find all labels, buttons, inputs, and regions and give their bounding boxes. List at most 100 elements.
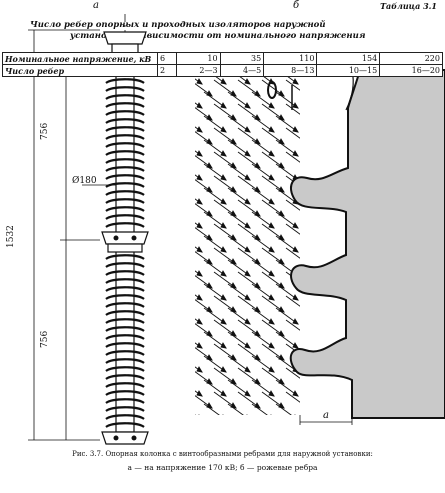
rain-arrow bbox=[251, 403, 275, 415]
helical-rib bbox=[105, 190, 145, 196]
table-title-line-2: установки в зависимости от номинального … bbox=[70, 31, 366, 41]
rain-arrowhead bbox=[220, 318, 227, 325]
rain-arrow bbox=[285, 79, 300, 97]
helical-rib bbox=[105, 206, 145, 212]
rain-arrowhead bbox=[268, 246, 275, 253]
helical-rib bbox=[105, 390, 145, 396]
caption-line-2: а — на напряжение 170 кВ; б — рожевые ре… bbox=[127, 463, 318, 472]
rain-arrowhead bbox=[292, 414, 299, 415]
helical-rib bbox=[105, 158, 145, 164]
insulator-column bbox=[101, 14, 149, 445]
rain-arrow bbox=[285, 367, 300, 385]
rain-arrowhead bbox=[244, 126, 251, 133]
cell-voltage-3: 110 bbox=[263, 52, 318, 65]
rain-arrowhead bbox=[220, 342, 227, 349]
helical-rib bbox=[105, 262, 145, 268]
rain-arrowhead bbox=[196, 270, 203, 277]
rain-arrowhead bbox=[196, 222, 203, 229]
rain-arrow bbox=[227, 403, 251, 415]
rain-arrowhead bbox=[303, 115, 308, 120]
rain-arrowhead bbox=[220, 246, 227, 253]
rain-arrowhead bbox=[303, 379, 308, 384]
rain-arrowhead bbox=[303, 259, 308, 264]
helical-rib bbox=[105, 294, 145, 300]
rain-arrowhead bbox=[292, 294, 299, 301]
cell-voltage-0: 6 bbox=[157, 52, 177, 65]
rain-arrowhead bbox=[268, 366, 275, 373]
helical-rib bbox=[105, 398, 145, 404]
rain-arrowhead bbox=[244, 270, 251, 277]
rain-arrowhead bbox=[292, 318, 299, 325]
rain-arrowhead bbox=[292, 222, 299, 229]
rain-arrowhead bbox=[220, 174, 227, 181]
dimension-756-top: 756 bbox=[40, 122, 50, 140]
rain-arrowhead bbox=[196, 366, 203, 373]
helical-rib bbox=[105, 254, 145, 260]
rain-arrowhead bbox=[292, 246, 299, 253]
helical-rib bbox=[105, 150, 145, 156]
rain-arrowhead bbox=[303, 163, 308, 168]
rain-arrowhead bbox=[244, 366, 251, 373]
helical-rib bbox=[105, 318, 145, 324]
helical-rib bbox=[105, 270, 145, 276]
helical-rib bbox=[105, 414, 145, 420]
rain-arrowhead bbox=[303, 211, 308, 216]
helical-rib bbox=[105, 214, 145, 220]
rain-arrowhead bbox=[244, 174, 251, 181]
rain-arrowhead bbox=[196, 342, 203, 349]
rain-arrowhead bbox=[292, 150, 299, 157]
rain-arrowhead bbox=[196, 102, 203, 109]
rain-arrowhead bbox=[292, 342, 299, 349]
helical-rib bbox=[105, 174, 145, 180]
rain-arrowhead bbox=[207, 427, 212, 432]
rain-arrowhead bbox=[220, 126, 227, 133]
label-a-top: а bbox=[93, 0, 99, 11]
rain-arrow bbox=[238, 416, 260, 432]
helical-rib bbox=[105, 374, 145, 380]
rain-arrowhead bbox=[244, 102, 251, 109]
helical-rib bbox=[105, 110, 145, 116]
rain-arrowhead bbox=[244, 414, 251, 415]
helical-rib bbox=[105, 94, 145, 100]
helical-rib bbox=[105, 166, 145, 172]
helical-rib bbox=[105, 310, 145, 316]
top-flange bbox=[103, 31, 147, 45]
helical-rib bbox=[105, 334, 145, 340]
rain-arrowhead bbox=[220, 78, 227, 85]
rain-arrowhead bbox=[244, 318, 251, 325]
helical-rib bbox=[105, 366, 145, 372]
helical-rib bbox=[105, 78, 145, 84]
rain-arrow bbox=[195, 403, 203, 415]
rain-arrowhead bbox=[244, 78, 251, 85]
caption-line-1: Рис. 3.7. Опорная колонка с винтообразны… bbox=[72, 450, 373, 458]
helical-rib bbox=[105, 326, 145, 332]
rain-arrowhead bbox=[196, 294, 203, 301]
cell-voltage-1: 10 bbox=[175, 52, 221, 65]
label-a-bottom: а bbox=[323, 410, 329, 421]
rain-arrowhead bbox=[268, 342, 275, 349]
rain-arrowhead bbox=[303, 235, 308, 240]
rain-arrowhead bbox=[268, 222, 275, 229]
rain-arrowhead bbox=[292, 126, 299, 133]
rain-arrowhead bbox=[196, 246, 203, 253]
rain-arrow bbox=[203, 403, 227, 415]
rain-arrowhead bbox=[268, 390, 275, 397]
table-number: Таблица 3.1 bbox=[380, 1, 437, 11]
row-label-voltage: Номинальное напряжение, кВ bbox=[2, 52, 158, 65]
rain-arrowhead bbox=[244, 246, 251, 253]
table-row: Номинальное напряжение, кВ 6 10 35 110 1… bbox=[2, 52, 443, 65]
rain-arrowhead bbox=[292, 102, 299, 109]
bottom-flange bbox=[101, 431, 149, 445]
cell-ribs-5: 16—20 bbox=[379, 64, 443, 77]
rain-arrowhead bbox=[231, 427, 236, 432]
rain-arrowhead bbox=[220, 270, 227, 277]
helical-rib bbox=[105, 86, 145, 92]
rain-arrowhead bbox=[244, 294, 251, 301]
table-row: Число ребер 2 2—3 4—5 8—13 10—15 16—20 bbox=[2, 64, 443, 77]
rain-arrowhead bbox=[220, 414, 227, 415]
rain-arrowhead bbox=[268, 198, 275, 205]
label-b-top: б bbox=[293, 0, 300, 11]
rain-arrowhead bbox=[303, 331, 308, 336]
rain-arrow bbox=[286, 416, 308, 432]
helical-rib bbox=[105, 286, 145, 292]
